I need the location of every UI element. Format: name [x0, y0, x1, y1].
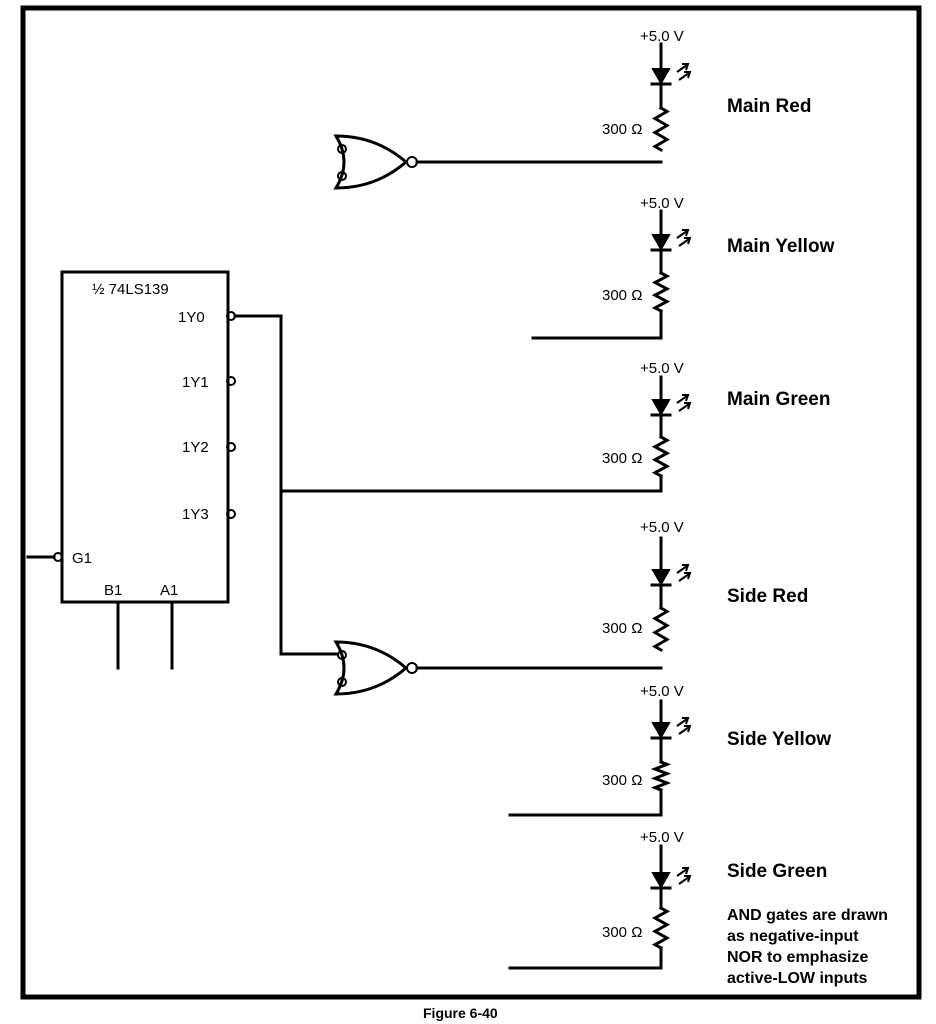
resistor-label-main-green: 300 Ω [602, 450, 642, 467]
led-label-side-green: Side Green [727, 861, 827, 882]
note-line-2: as negative-input [727, 928, 859, 945]
led-stage-group [650, 42, 692, 951]
decoder-output-label-1y1: 1Y1 [182, 374, 209, 391]
decoder-body [60, 270, 230, 604]
led-arrow-a-side-green [676, 867, 690, 877]
note-line-1: AND gates are drawn [727, 907, 888, 924]
resistor-label-side-yellow: 300 Ω [602, 772, 642, 789]
decoder-select-b-label: B1 [104, 582, 122, 599]
led-arrow-b-side-yellow [678, 725, 692, 735]
led-label-main-green: Main Green [727, 389, 830, 410]
led-label-side-red: Side Red [727, 586, 808, 607]
led-label-side-yellow: Side Yellow [727, 729, 831, 750]
resistor-label-side-red: 300 Ω [602, 620, 642, 637]
supply-label-side-yellow: +5.0 V [640, 683, 684, 700]
bubble-1y3 [226, 509, 236, 519]
led-side-red [651, 569, 671, 587]
resistor-side-red [652, 605, 670, 653]
led-label-main-red: Main Red [727, 96, 811, 117]
led-arrow-a-main-red [676, 63, 690, 73]
led-arrow-a-main-yellow [676, 229, 690, 239]
figure-frame [20, 5, 922, 1000]
led-label-main-yellow: Main Yellow [727, 236, 835, 257]
resistor-side-yellow [650, 760, 672, 792]
resistor-label-main-yellow: 300 Ω [602, 287, 642, 304]
wire-main-yellow [531, 309, 663, 340]
led-arrow-a-side-red [676, 564, 690, 574]
decoder-output-label-1y3: 1Y3 [182, 506, 209, 523]
led-arrow-b-side-red [678, 572, 692, 582]
decoder-output-label-1y2: 1Y2 [182, 439, 209, 456]
led-side-green [651, 872, 671, 890]
led-arrow-a-side-yellow [676, 717, 690, 727]
led-arrow-b-main-yellow [678, 237, 692, 247]
decoder-74ls139: ½ 74LS139 1Y0 1Y1 1Y2 1Y3 G1 B1 A1 [26, 270, 236, 670]
led-arrow-b-main-green [678, 402, 692, 412]
bubble-1y2 [226, 442, 236, 452]
supply-label-main-yellow: +5.0 V [640, 195, 684, 212]
led-arrow-b-side-green [678, 875, 692, 885]
decoder-enable-label: G1 [72, 550, 92, 567]
resistor-label-main-red: 300 Ω [602, 121, 642, 138]
decoder-title: ½ 74LS139 [92, 281, 169, 298]
nor-gate-side-red [333, 640, 663, 696]
wire-side-yellow [508, 788, 663, 817]
bubble-1y1 [226, 376, 236, 386]
note-line-4: active-LOW inputs [727, 970, 868, 987]
supply-label-main-green: +5.0 V [640, 360, 684, 377]
supply-label-main-red: +5.0 V [640, 28, 684, 45]
led-side-yellow [651, 722, 671, 740]
wire-side-green [508, 946, 663, 970]
wire-1y0-bus [233, 314, 338, 656]
led-arrow-a-main-green [676, 394, 690, 404]
resistor-main-yellow [651, 270, 671, 314]
figure-caption: Figure 6-40 [423, 1005, 498, 1021]
resistor-side-green [651, 905, 671, 951]
supply-label-side-red: +5.0 V [640, 519, 684, 536]
note-text: AND gates are drawn as negative-input NO… [727, 907, 888, 987]
decoder-select-a-label: A1 [160, 582, 178, 599]
wire-main-green [279, 474, 663, 493]
resistor-main-red [652, 105, 670, 153]
resistor-label-side-green: 300 Ω [602, 924, 642, 941]
resistor-main-green [651, 434, 671, 479]
note-line-3: NOR to emphasize [727, 949, 868, 966]
supply-label-side-green: +5.0 V [640, 829, 684, 846]
decoder-output-label-1y0: 1Y0 [178, 309, 205, 326]
nor-gate-main-red [333, 134, 663, 190]
led-main-red [651, 68, 671, 86]
led-main-green [651, 399, 671, 417]
led-arrow-b-main-red [678, 71, 692, 81]
led-main-yellow [651, 234, 671, 252]
